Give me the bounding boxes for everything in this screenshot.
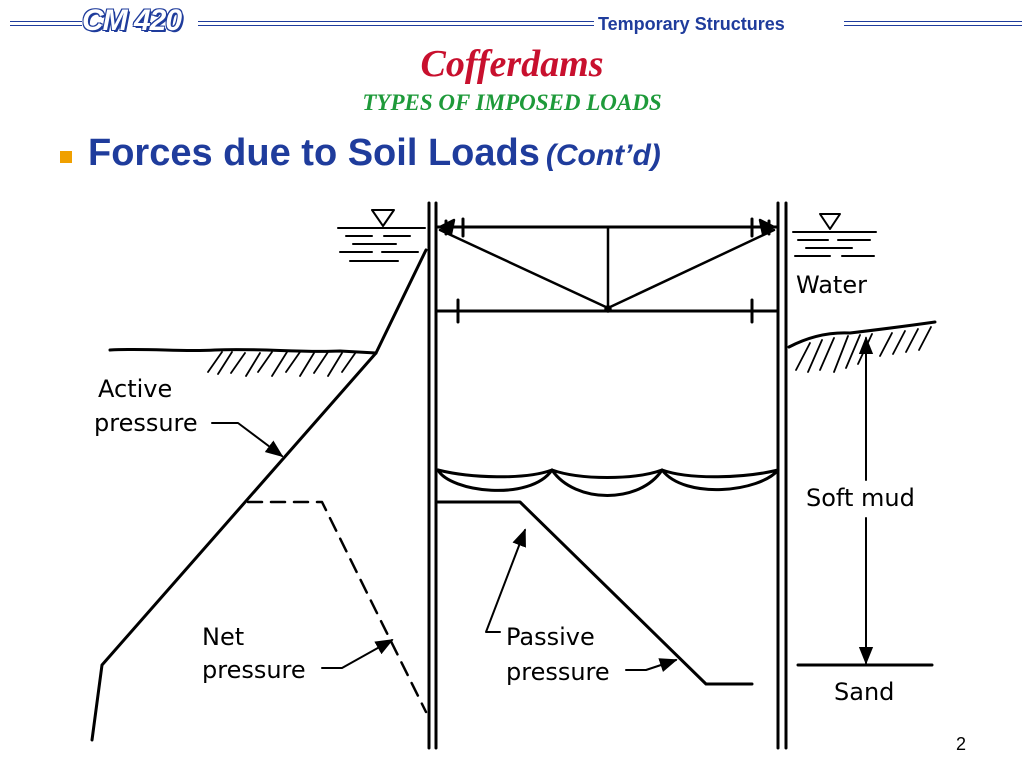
right-sheet-pile-wall <box>776 201 788 750</box>
slide-title: Cofferdams <box>420 43 604 85</box>
net-pressure-label-line1: Net <box>202 623 244 651</box>
ground-surface-right <box>787 320 937 373</box>
page-number: 2 <box>955 734 966 754</box>
water-level-left <box>337 209 426 262</box>
water-level-triangle-icon <box>819 213 841 230</box>
passive-pressure-label-line1: Passive <box>506 623 595 651</box>
water-label: Water <box>796 271 867 299</box>
ground-surface-left <box>108 347 378 377</box>
passive-pressure-line <box>436 500 754 686</box>
water-level-triangle-icon <box>371 209 395 227</box>
slide-subtitle: TYPES OF IMPOSED LOADS <box>362 90 662 115</box>
bullet-suffix: (Cont’d) <box>545 139 661 172</box>
bracing-frame <box>435 217 779 324</box>
header-rule-right <box>844 21 1022 26</box>
active-pressure-label-line1: Active <box>98 375 172 403</box>
course-topic: Temporary Structures <box>598 14 785 34</box>
excavation-bottom <box>436 468 780 497</box>
passive-pressure-bottom-leader <box>625 658 678 672</box>
net-pressure-label-line2: pressure <box>202 656 306 684</box>
bullet-square-icon <box>60 150 72 163</box>
course-label: CM 420 <box>82 4 182 37</box>
active-pressure-leader <box>211 422 284 458</box>
active-pressure-label-line2: pressure <box>94 409 198 437</box>
passive-pressure-label-line2: pressure <box>506 658 610 686</box>
left-sheet-pile-wall <box>427 201 438 750</box>
soft-mud-label: Soft mud <box>806 484 915 512</box>
header-rule-middle <box>198 21 594 26</box>
bullet-text: Forces due to Soil Loads <box>88 132 540 174</box>
net-pressure-leader <box>321 639 394 669</box>
bullet-item: Forces due to Soil Loads(Cont’d) <box>60 132 661 175</box>
active-pressure-line <box>90 248 428 742</box>
passive-pressure-leader <box>485 528 526 633</box>
header-rule-left <box>10 21 82 26</box>
water-level-right <box>792 213 877 257</box>
sand-label: Sand <box>834 678 894 706</box>
